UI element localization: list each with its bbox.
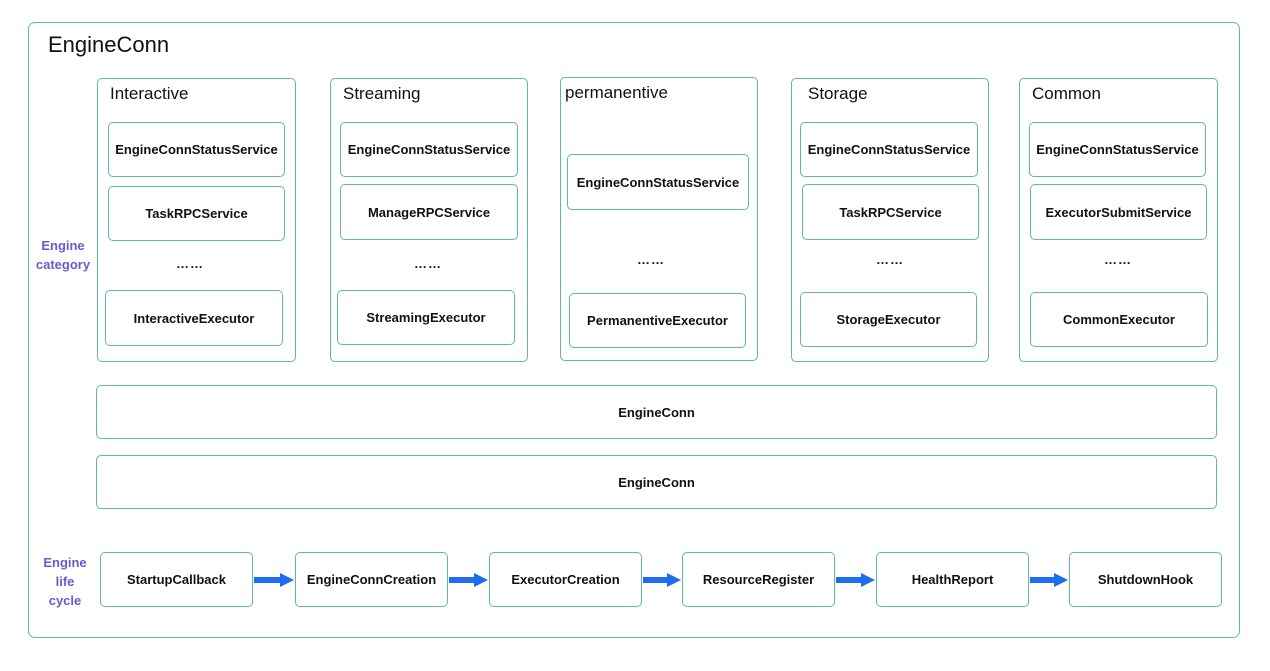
engine-lifecycle-label-line3: cycle — [48, 593, 82, 608]
ellipsis: …… — [1104, 252, 1132, 267]
arrow-right-icon — [836, 573, 875, 587]
service-box: EngineConnStatusService — [108, 122, 285, 177]
category-title: permanentive — [565, 83, 669, 102]
executor-box: CommonExecutor — [1030, 292, 1208, 347]
arrow-right-icon — [449, 573, 488, 587]
engineconn-layer-lower: EngineConn — [96, 455, 1217, 509]
ellipsis: …… — [176, 256, 204, 271]
arrow-right-icon — [643, 573, 681, 587]
category-title: Streaming — [343, 84, 421, 103]
engine-lifecycle-label: Engine life cycle — [34, 553, 96, 610]
service-box: EngineConnStatusService — [800, 122, 978, 177]
category-title: Interactive — [110, 84, 189, 103]
service-box: EngineConnStatusService — [340, 122, 518, 177]
service-box: TaskRPCService — [802, 184, 979, 240]
executor-box: StorageExecutor — [800, 292, 977, 347]
executor-box: StreamingExecutor — [337, 290, 515, 345]
category-title: Common — [1032, 84, 1101, 103]
service-box: ExecutorSubmitService — [1030, 184, 1207, 240]
arrow-right-icon — [1030, 573, 1068, 587]
engine-category-label-line1: Engine — [41, 238, 85, 253]
lifecycle-step: ExecutorCreation — [489, 552, 642, 607]
category-title: Storage — [808, 84, 868, 103]
diagram-title: EngineConn — [48, 32, 170, 57]
ellipsis: …… — [876, 252, 904, 267]
service-box: ManageRPCService — [340, 184, 518, 240]
lifecycle-step: ResourceRegister — [682, 552, 835, 607]
ellipsis: …… — [637, 252, 665, 267]
service-box: EngineConnStatusService — [567, 154, 749, 210]
engine-lifecycle-label-line2: life — [55, 574, 75, 589]
lifecycle-step: StartupCallback — [100, 552, 253, 607]
engine-category-label-line2: category — [35, 257, 91, 272]
ellipsis: …… — [414, 256, 442, 271]
lifecycle-step: EngineConnCreation — [295, 552, 448, 607]
lifecycle-step: ShutdownHook — [1069, 552, 1222, 607]
service-box: TaskRPCService — [108, 186, 285, 241]
engine-category-label: Engine category — [34, 236, 92, 274]
engine-lifecycle-label-line1: Engine — [43, 555, 87, 570]
arrow-right-icon — [254, 573, 294, 587]
engineconn-frame — [28, 22, 1240, 638]
executor-box: PermanentiveExecutor — [569, 293, 746, 348]
lifecycle-step: HealthReport — [876, 552, 1029, 607]
executor-box: InteractiveExecutor — [105, 290, 283, 346]
service-box: EngineConnStatusService — [1029, 122, 1206, 177]
engineconn-layer-upper: EngineConn — [96, 385, 1217, 439]
